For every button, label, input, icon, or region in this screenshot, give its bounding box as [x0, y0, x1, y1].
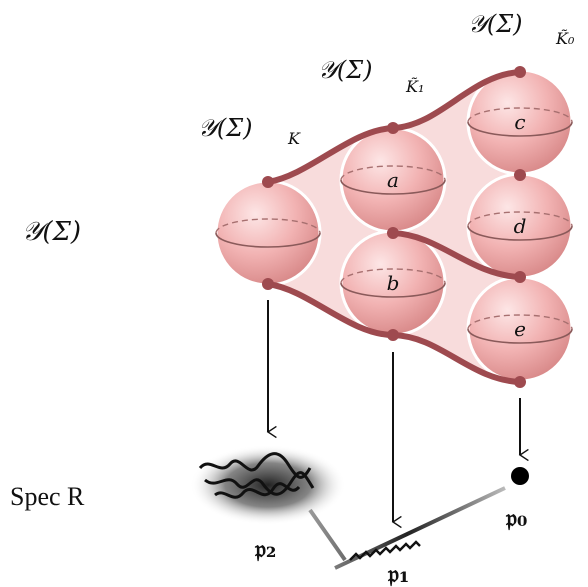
label-y-sigma-K0: 𝒴(Σ) K̃₀ [468, 10, 575, 48]
sphere-e: e [466, 275, 574, 383]
p2-squiggle [198, 452, 315, 499]
sphere-d-label: d [514, 214, 527, 238]
label-p1: 𝔭₁ [387, 559, 409, 587]
svg-text:𝒴(Σ): 𝒴(Σ) [198, 114, 253, 142]
sphere-a-label: a [387, 168, 399, 192]
sphere-e-label: e [514, 317, 526, 341]
p1-zigzag [349, 540, 421, 561]
sphere-c-label: c [514, 110, 525, 134]
svg-text:K̃₀: K̃₀ [555, 29, 575, 48]
sphere-b-label: b [387, 271, 400, 295]
spec-geometry [190, 445, 529, 570]
label-p2: 𝔭₂ [254, 534, 276, 563]
sphere-b: b [339, 229, 447, 337]
p0-point [511, 467, 529, 485]
label-y-sigma-K: 𝒴(Σ) K [198, 114, 301, 148]
label-y-sigma-K1: 𝒴(Σ) K̃₁ [318, 56, 424, 96]
svg-text:𝒴(Σ): 𝒴(Σ) [318, 56, 373, 84]
svg-text:𝒴(Σ): 𝒴(Σ) [468, 10, 523, 38]
svg-text:K̃₁: K̃₁ [405, 77, 424, 96]
svg-text:K: K [287, 129, 301, 148]
label-y-sigma: 𝒴(Σ) [22, 217, 81, 247]
boundary-endpoints [262, 66, 526, 388]
sphere-left [214, 179, 322, 287]
middle-boundary-curve [390, 230, 523, 280]
label-spec-r: Spec R [10, 482, 85, 511]
sphere-a: a [339, 126, 447, 234]
label-p0: 𝔭₀ [505, 503, 527, 532]
sphere-d: d [466, 172, 574, 280]
projection-arrows [266, 300, 529, 529]
